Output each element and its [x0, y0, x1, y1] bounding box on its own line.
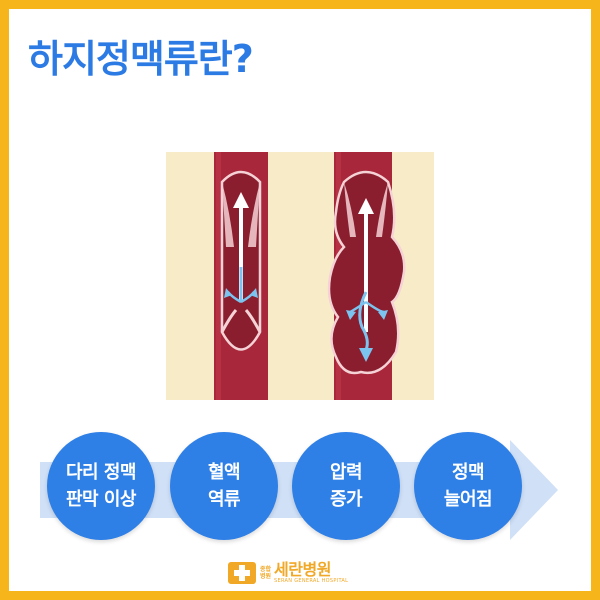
cross-icon [228, 562, 256, 584]
normal-vein [214, 152, 268, 400]
step-label: 정맥 늘어짐 [443, 462, 493, 510]
step-label: 다리 정맥 판막 이상 [65, 462, 137, 510]
step-label: 혈액 역류 [207, 462, 241, 510]
step-pressure-increase: 압력 증가 [292, 432, 400, 540]
logo-subtitle: SERAN GENERAL HOSPITAL [274, 577, 349, 584]
step-label: 압력 증가 [329, 462, 363, 510]
logo-small-line-1: 종합 [260, 566, 272, 573]
logo-small-text: 종합 병원 [260, 566, 271, 580]
step-valve-abnormality: 다리 정맥 판막 이상 [47, 432, 155, 540]
logo-main: 세란병원 SERAN GENERAL HOSPITAL [274, 559, 349, 585]
logo-small-line-2: 병원 [260, 573, 272, 580]
logo-name: 세란병원 [274, 559, 331, 579]
hospital-logo: 종합 병원 세란병원 SERAN GENERAL HOSPITAL [228, 561, 378, 585]
varicose-vein [327, 152, 406, 400]
step-vein-dilation: 정맥 늘어짐 [414, 432, 522, 540]
page-title: 하지정맥류란? [28, 37, 254, 81]
vein-valve-illustration [166, 152, 434, 400]
step-blood-reflux: 혈액 역류 [170, 432, 278, 540]
